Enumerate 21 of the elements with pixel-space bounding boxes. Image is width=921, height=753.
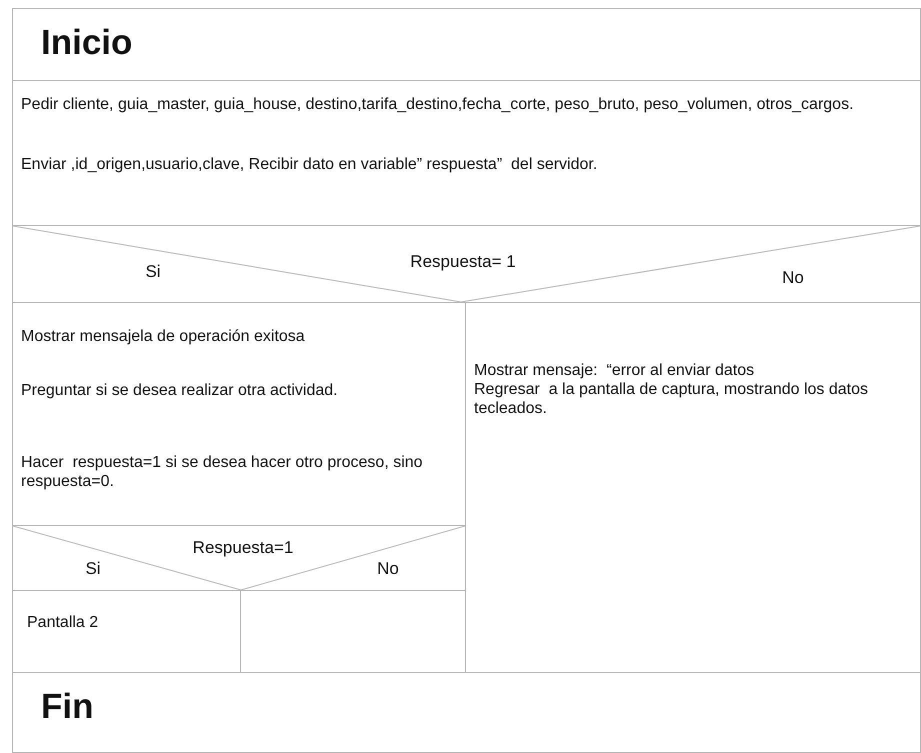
terminal-label: Inicio — [41, 23, 134, 63]
terminal-box — [12, 672, 921, 753]
branch-label: Si — [84, 559, 102, 578]
process-box — [12, 80, 921, 226]
decision-band — [12, 225, 921, 303]
process-text: Regresar a la pantalla de captura, mostrando los datos tecleados. — [474, 380, 870, 418]
branch-label: Si — [144, 262, 162, 281]
decision-band — [12, 525, 466, 591]
process-text: Preguntar si se desea realizar otra actividad. — [21, 381, 339, 400]
process-text: Mostrar mensajela de operación exitosa — [21, 327, 306, 346]
branch-label: No — [781, 268, 805, 287]
terminal-box — [12, 8, 921, 81]
branch-label: No — [376, 559, 400, 578]
process-text: Pantalla 2 — [27, 613, 100, 632]
process-text: Hacer respuesta=1 si se desea hacer otro proceso, sino respuesta=0. — [21, 453, 424, 491]
process-text: Pedir cliente, guia_master, guia_house, destino,tarifa_destino,fecha_corte, peso_bruto, peso_volumen, otros_cargos. — [21, 95, 855, 114]
terminal-label: Fin — [41, 687, 94, 727]
process-text: Mostrar mensaje: “error al enviar datos — [474, 361, 756, 380]
condition-text: Respuesta= 1 — [409, 252, 517, 271]
process-text: Enviar ,id_origen,usuario,clave, Recibir dato en variable” respuesta” del servidor. — [21, 155, 598, 174]
condition-text: Respuesta=1 — [192, 538, 294, 557]
